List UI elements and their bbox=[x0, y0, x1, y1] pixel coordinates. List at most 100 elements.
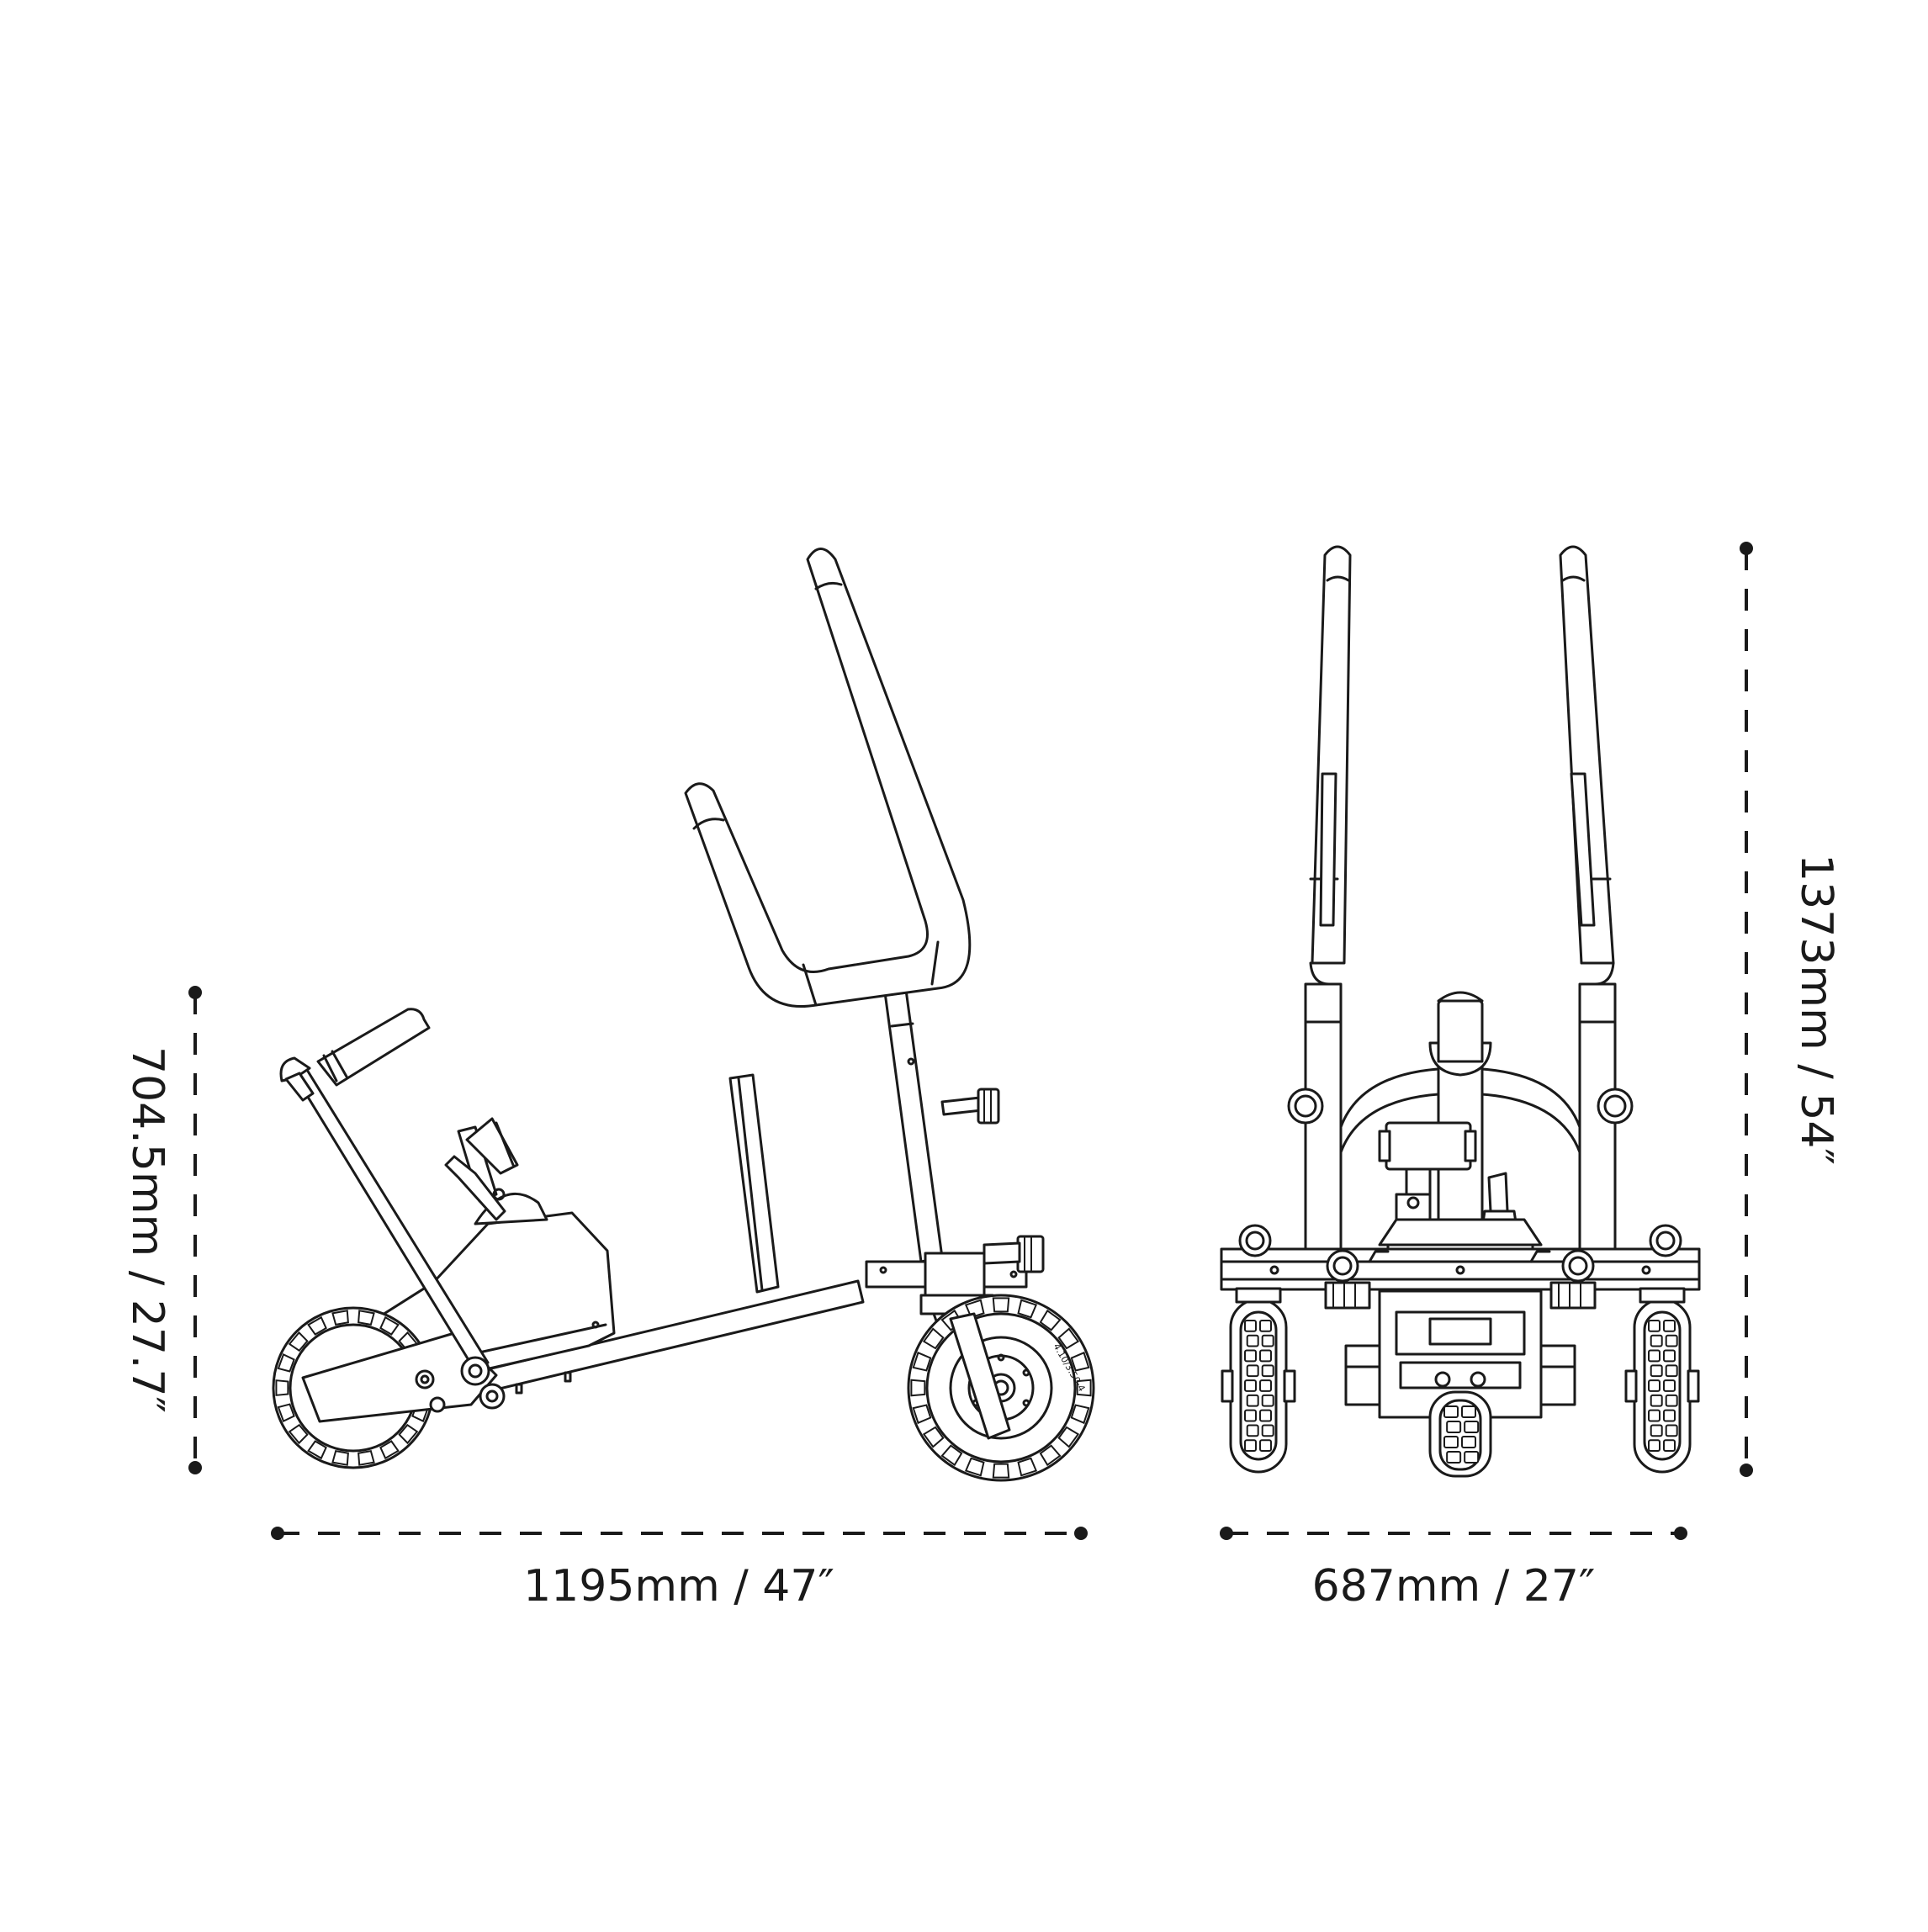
tread-block bbox=[1663, 1409, 1676, 1422]
tread-block bbox=[398, 1423, 419, 1445]
tread-block bbox=[379, 1440, 400, 1460]
tread-block bbox=[1648, 1320, 1661, 1332]
side-front-wheel: 4.10/3.50-4 bbox=[907, 1294, 1095, 1482]
tread-block bbox=[379, 1315, 400, 1336]
tread-block bbox=[277, 1403, 295, 1422]
tread-block bbox=[1259, 1439, 1272, 1452]
tread-block bbox=[1446, 1421, 1462, 1433]
tread-block bbox=[1461, 1436, 1476, 1448]
front-phone-mount bbox=[1378, 1121, 1477, 1221]
tread-block bbox=[275, 1379, 289, 1396]
tread-block bbox=[1663, 1379, 1676, 1392]
tread-block bbox=[1648, 1379, 1661, 1392]
tread-block bbox=[1663, 1349, 1676, 1363]
tread-block bbox=[1244, 1320, 1257, 1332]
tread-block bbox=[1057, 1426, 1080, 1448]
tread-block bbox=[288, 1331, 309, 1352]
side-length-label: 1195mm / 47″ bbox=[523, 1561, 834, 1612]
tread-block bbox=[307, 1440, 327, 1460]
tread-block bbox=[1663, 1320, 1676, 1332]
dimension-labels: 1195mm / 47″ 687mm / 27″ 704.5mm / 27.7″… bbox=[122, 854, 1841, 1612]
tread-block bbox=[1039, 1444, 1062, 1467]
side-phone-mount bbox=[444, 1117, 548, 1225]
tread-block bbox=[288, 1423, 309, 1445]
tread-block bbox=[1259, 1320, 1272, 1332]
tread-block bbox=[1464, 1421, 1480, 1433]
tread-block bbox=[922, 1426, 945, 1448]
front-height-label: 1373mm / 54″ bbox=[1791, 854, 1841, 1165]
tread-block bbox=[1648, 1349, 1661, 1363]
tread-block bbox=[1246, 1424, 1259, 1437]
front-crossbeam bbox=[1220, 1247, 1701, 1291]
side-rear-handle bbox=[279, 1008, 506, 1413]
tread-block bbox=[1665, 1334, 1678, 1347]
tread-block bbox=[1259, 1379, 1272, 1392]
tread-block bbox=[1665, 1364, 1678, 1378]
tread-block bbox=[1261, 1394, 1274, 1407]
tread-block bbox=[964, 1299, 985, 1319]
front-right-wheel bbox=[1624, 1287, 1700, 1474]
tread-block bbox=[1665, 1424, 1678, 1437]
side-view: 4.10/3.50-4 bbox=[272, 548, 1095, 1482]
tread-block bbox=[1246, 1394, 1259, 1407]
tread-block bbox=[1039, 1309, 1062, 1331]
tread-block bbox=[1648, 1439, 1661, 1452]
front-center-wheel bbox=[1428, 1390, 1492, 1478]
front-view bbox=[1220, 545, 1701, 1478]
tread-block bbox=[1246, 1334, 1259, 1347]
tread-block bbox=[1244, 1409, 1257, 1422]
front-arch bbox=[1339, 1067, 1581, 1154]
tread-block bbox=[1261, 1334, 1274, 1347]
tread-block bbox=[1443, 1405, 1459, 1418]
tread-block bbox=[307, 1315, 327, 1336]
tread-block bbox=[1650, 1334, 1663, 1347]
tread-block bbox=[1650, 1394, 1663, 1407]
front-handle-knobs bbox=[1287, 1088, 1634, 1125]
side-bolts bbox=[515, 1371, 572, 1395]
tread-block bbox=[910, 1379, 926, 1397]
dimension-lines bbox=[188, 542, 1753, 1540]
side-upright-post bbox=[882, 971, 1000, 1263]
front-width-label: 687mm / 27″ bbox=[1312, 1561, 1596, 1612]
tread-block bbox=[358, 1310, 375, 1326]
tread-block bbox=[1057, 1327, 1080, 1350]
tread-block bbox=[1261, 1364, 1274, 1378]
tread-block bbox=[992, 1463, 1010, 1479]
tread-block bbox=[1443, 1436, 1459, 1448]
tread-block bbox=[1259, 1409, 1272, 1422]
tread-block bbox=[964, 1457, 985, 1477]
tread-block bbox=[1244, 1379, 1257, 1392]
tread-block bbox=[912, 1351, 932, 1372]
tread-block bbox=[1650, 1364, 1663, 1378]
tread-block bbox=[331, 1310, 349, 1326]
front-beam-knobs bbox=[1238, 1224, 1682, 1283]
tread-block bbox=[1076, 1379, 1092, 1397]
tread-block bbox=[1650, 1424, 1663, 1437]
front-springs bbox=[1324, 1281, 1597, 1310]
side-weight-post bbox=[728, 1073, 780, 1294]
tread-block bbox=[1244, 1439, 1257, 1452]
side-height-label: 704.5mm / 27.7″ bbox=[122, 1046, 172, 1413]
tread-block bbox=[912, 1404, 932, 1425]
tread-block bbox=[358, 1450, 375, 1466]
tread-block bbox=[1461, 1405, 1476, 1418]
tread-block bbox=[940, 1444, 963, 1467]
tread-block bbox=[1246, 1364, 1259, 1378]
tread-block bbox=[1648, 1409, 1661, 1422]
tread-block bbox=[992, 1297, 1010, 1313]
tread-block bbox=[922, 1327, 945, 1350]
tread-block bbox=[1244, 1349, 1257, 1363]
tread-block bbox=[1070, 1404, 1090, 1425]
tread-block bbox=[1663, 1439, 1676, 1452]
tread-block bbox=[1464, 1451, 1480, 1464]
tread-block bbox=[1017, 1299, 1038, 1319]
tread-block bbox=[1259, 1349, 1272, 1363]
tread-block bbox=[1446, 1451, 1462, 1464]
tread-block bbox=[331, 1450, 349, 1466]
tread-block bbox=[1017, 1457, 1038, 1477]
front-left-wheel bbox=[1221, 1287, 1296, 1474]
front-right-handle bbox=[1559, 545, 1617, 1255]
side-u-handle bbox=[684, 548, 972, 1008]
tread-block bbox=[1665, 1394, 1678, 1407]
